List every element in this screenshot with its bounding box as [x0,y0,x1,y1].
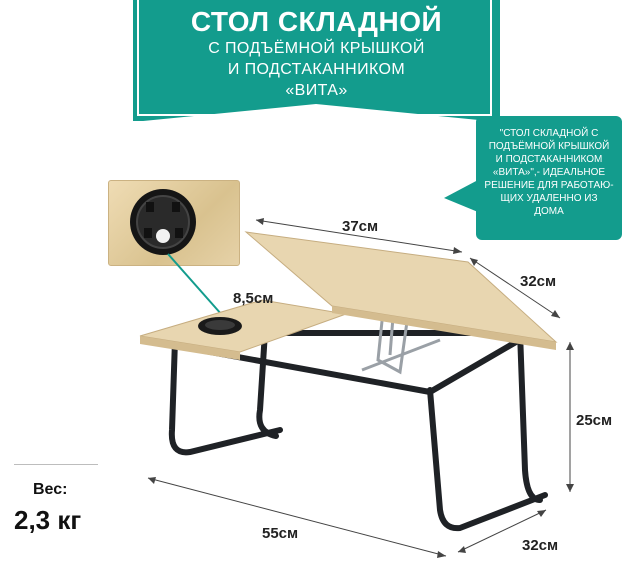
bubble-line: ЩИХ УДАЛЕННО ИЗ [500,193,598,204]
description-bubble: "СТОЛ СКЛАДНОЙ С ПОДЪЁМНОЙ КРЫШКОЙ И ПОД… [476,116,622,240]
zoom-pointer-line [167,253,223,316]
banner-subtitle-line-1: С ПОДЪЁМНОЙ КРЫШКОЙ [208,40,425,57]
zoom-cup-holder-icon [130,189,196,255]
weight-value: 2,3 кг [14,505,82,535]
bubble-tail [444,180,478,212]
bubble-line: И ПОДСТАКАННИКОМ [495,154,603,165]
banner-title: СТОЛ СКЛАДНОЙ [190,6,443,37]
dimension-lines [147,219,571,557]
weight-divider [14,464,98,465]
banner-subtitle-line-2: И ПОДСТАКАННИКОМ [227,61,406,78]
dimension-cup-holder: 8,5см [233,290,274,307]
bubble-line: ПОДЪЁМНОЙ КРЫШКОЙ [488,141,610,152]
banner-subtitle-line-3: «ВИТА» [285,82,348,99]
dimension-base-depth: 32см [522,537,559,554]
bubble-line: "СТОЛ СКЛАДНОЙ С [499,128,599,139]
bubble-line: «ВИТА»",- ИДЕАЛЬНОЕ [492,167,606,178]
title-banner [133,0,500,122]
dimension-arrows [148,218,574,558]
weight-label: Вес: [33,481,68,498]
fixed-tabletop-edge [140,336,240,360]
dimension-top-depth: 32см [520,273,557,290]
lifted-tabletop-edge [332,306,556,350]
bubble-line: ДОМА [534,206,564,217]
dimension-length: 55см [262,525,299,542]
bubble-line: РЕШЕНИЕ ДЛЯ РАБОТАЮ- [484,180,614,191]
banner-frame [137,0,492,116]
banner-notch [133,104,499,122]
banner-text: СТОЛ СКЛАДНОЙ С ПОДЪЁМНОЙ КРЫШКОЙ И ПОДС… [133,0,500,101]
dimension-top-width: 37см [342,218,379,235]
dimension-height: 25см [576,412,613,429]
